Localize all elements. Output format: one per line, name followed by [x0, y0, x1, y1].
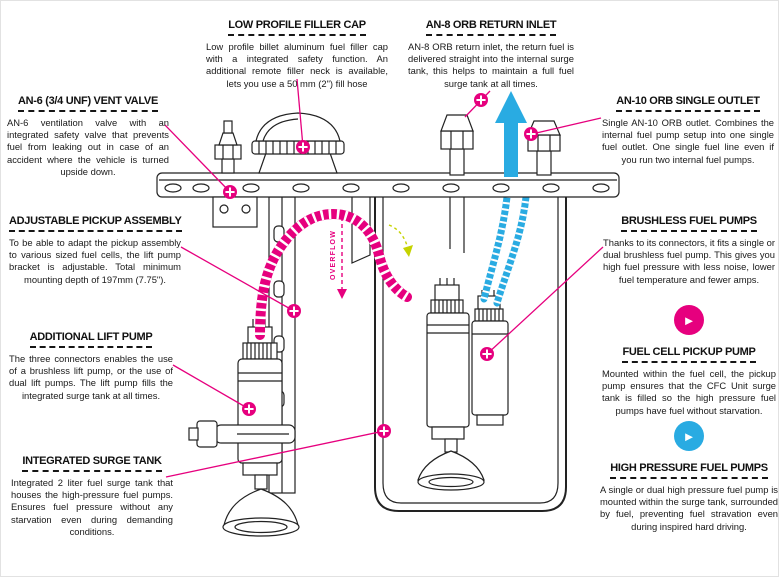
return-tube	[449, 197, 465, 253]
callout-body: The three connectors enables the use of …	[9, 353, 173, 401]
callout-title: INTEGRATED SURGE TANK	[22, 455, 162, 472]
an8-fitting	[440, 114, 474, 176]
callout-pickup-pump: ► FUEL CELL PICKUP PUMP Mounted within t…	[602, 305, 776, 417]
marker-surge-tank	[377, 424, 391, 438]
callout-body: Low profile billet aluminum fuel filler …	[206, 41, 388, 89]
vent-valve-fitting	[214, 120, 242, 174]
arrow-glyph: ►	[682, 428, 696, 444]
callout-lift-pump: ADDITIONAL LIFT PUMP The three connector…	[9, 327, 173, 402]
high-pressure-pump-a	[417, 278, 485, 491]
callout-single-outlet: AN-10 ORB SINGLE OUTLET Single AN-10 ORB…	[602, 91, 774, 166]
vent-bracket	[212, 196, 258, 228]
pickup-pump-arrow-icon: ►	[674, 305, 704, 335]
callout-body: Single AN-10 ORB outlet. Combines the in…	[602, 117, 774, 165]
an10-fitting	[527, 120, 561, 176]
callout-markers	[223, 93, 538, 438]
callout-surge-tank: INTEGRATED SURGE TANK Integrated 2 liter…	[11, 451, 173, 538]
callout-body: AN-6 ventilation valve with an integrate…	[7, 117, 169, 177]
arrow-glyph: ►	[682, 312, 696, 328]
filler-cap-assembly	[251, 112, 345, 174]
callout-title: HIGH PRESSURE FUEL PUMPS	[610, 462, 768, 479]
callout-title: ADDITIONAL LIFT PUMP	[29, 331, 153, 348]
callout-title: AN-10 ORB SINGLE OUTLET	[616, 95, 760, 112]
callout-body: A single or dual high pressure fuel pump…	[600, 484, 778, 532]
high-pressure-pump-b	[471, 290, 509, 426]
lift-pump-hose	[255, 208, 412, 340]
callout-title: BRUSHLESS FUEL PUMPS	[621, 215, 757, 232]
callout-body: AN-8 ORB return inlet, the return fuel i…	[408, 41, 574, 89]
callout-body: Mounted within the fuel cell, the pickup…	[602, 368, 776, 416]
high-pressure-arrow-icon: ►	[674, 421, 704, 451]
callout-pickup-assembly: ADJUSTABLE PICKUP ASSEMBLY To be able to…	[9, 211, 182, 286]
mounting-plate	[156, 172, 620, 198]
callout-title: ADJUSTABLE PICKUP ASSEMBLY	[9, 215, 182, 232]
callout-title: AN-8 ORB RETURN INLET	[425, 19, 557, 36]
callout-title: LOW PROFILE FILLER CAP	[228, 19, 366, 36]
marker-brushless-pumps	[480, 347, 494, 361]
mounting-band	[188, 420, 296, 448]
marker-lift-pump	[242, 402, 256, 416]
marker-single-outlet	[524, 127, 538, 141]
callout-body: To be able to adapt the pickup assembly …	[9, 237, 181, 285]
callout-leaders	[164, 78, 604, 478]
callout-title: AN-6 (3/4 UNF) VENT VALVE	[18, 95, 158, 112]
flow-arrow-up-icon	[495, 91, 527, 177]
overflow-indicator: OVERFLOW	[330, 217, 413, 299]
marker-pickup-assembly	[287, 304, 301, 318]
marker-vent-valve	[223, 185, 237, 199]
marker-return-inlet	[474, 93, 488, 107]
callout-high-pressure-pumps: ► HIGH PRESSURE FUEL PUMPS A single or d…	[600, 421, 778, 533]
callout-title: FUEL CELL PICKUP PUMP	[622, 346, 756, 363]
callout-return-inlet: AN-8 ORB RETURN INLET AN-8 ORB return in…	[408, 15, 574, 90]
callout-filler-cap: LOW PROFILE FILLER CAP Low profile bille…	[206, 15, 388, 90]
outlet-hoses	[480, 193, 530, 307]
callout-brushless-pumps: BRUSHLESS FUEL PUMPS Thanks to its conne…	[603, 211, 775, 286]
callout-body: Thanks to its connectors, it fits a sing…	[603, 237, 775, 285]
marker-filler-cap	[296, 140, 310, 154]
callout-body: Integrated 2 liter fuel surge tank that …	[11, 477, 173, 537]
surge-tank-outline	[374, 197, 567, 512]
overflow-label: OVERFLOW	[330, 230, 337, 280]
callout-vent-valve: AN-6 (3/4 UNF) VENT VALVE AN-6 ventilati…	[7, 91, 169, 178]
